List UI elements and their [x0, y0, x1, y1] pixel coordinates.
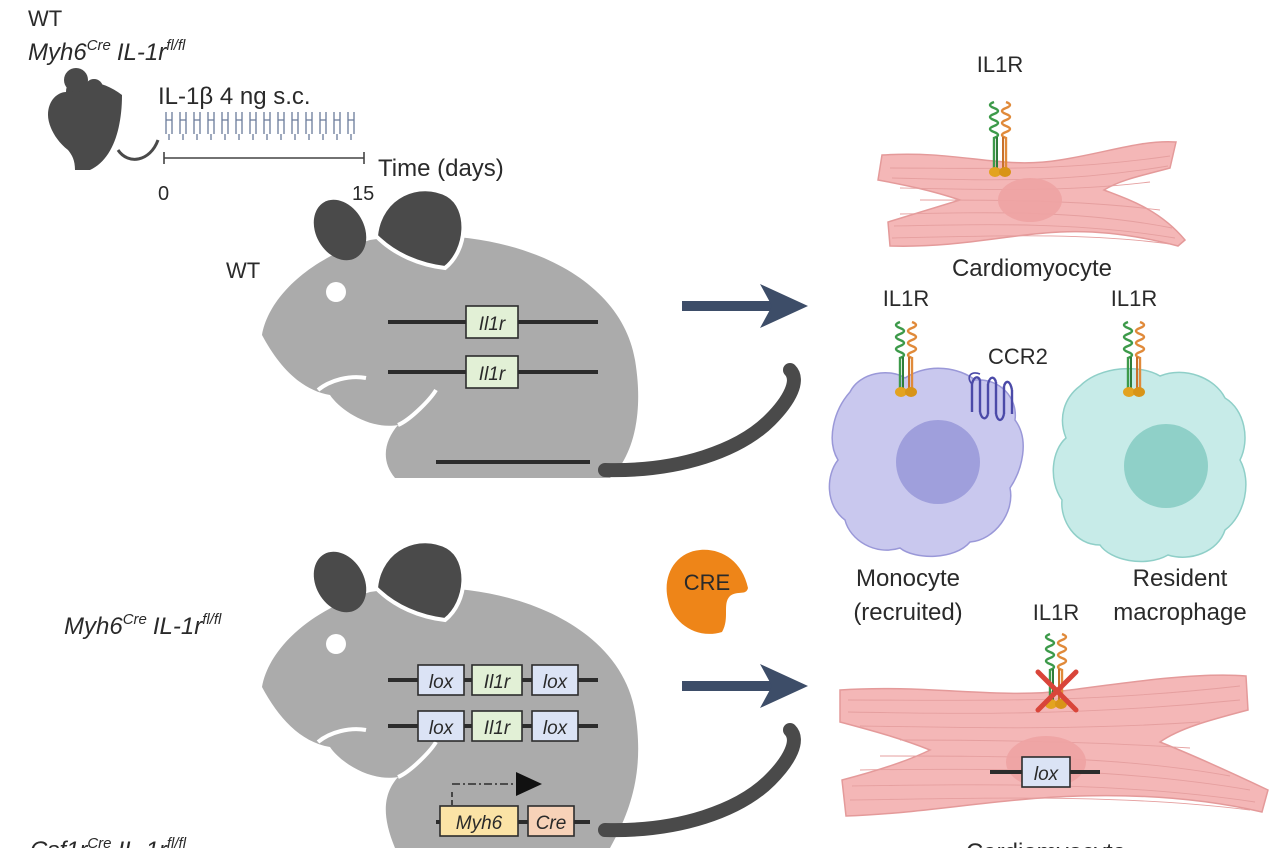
macrophage-cell: [1052, 320, 1247, 563]
group-cko-gene: Myh6: [28, 39, 87, 66]
csf1r-label-gene2: IL-1r: [118, 837, 168, 848]
cardiomyocyte-top-cell: [877, 100, 1187, 247]
cko-chromosome-2: lox Il1r lox: [388, 710, 598, 742]
monocyte-cell: [828, 320, 1024, 558]
cko-lox-2b: lox: [543, 718, 569, 739]
cre-enzyme-label: CRE: [684, 570, 730, 595]
cre-enzyme-icon: CRE: [666, 549, 748, 634]
promoter-arrow-icon: [516, 772, 542, 796]
cko-transgene: Myh6 Cre: [436, 772, 590, 837]
group-wt-text: WT: [28, 6, 62, 31]
knockout-x-icon: [1035, 669, 1079, 713]
treatment-text: IL-1β 4 ng s.c.: [158, 83, 311, 110]
macrophage-label-line1: Resident: [1133, 565, 1228, 592]
timeline-axis: [163, 152, 365, 164]
cardiomyocyte-lox-label: lox: [1034, 764, 1060, 785]
small-mouse-icon: [48, 68, 160, 170]
csf1r-mouse-label: Csf1rCre IL-1rfl/fl: [30, 835, 187, 848]
promoter-label: Myh6: [456, 813, 503, 834]
cko-lox-1a: lox: [429, 672, 455, 693]
monocyte-label-line1: Monocyte: [856, 565, 960, 592]
csf1r-label-sup: Cre: [87, 835, 111, 848]
cko-label-gene2: IL-1r: [153, 613, 203, 640]
cko-mouse-label: Myh6Cre IL-1rfl/fl: [64, 611, 222, 640]
cko-gene-2: Il1r: [484, 718, 511, 739]
wt-chromosome-1: Il1r: [388, 305, 598, 339]
csf1r-label-sup2: fl/fl: [167, 835, 187, 848]
cko-label-sup: Cre: [123, 611, 147, 628]
il1r-label-macrophage: IL1R: [1111, 286, 1157, 311]
cardiomyocyte-top-label: Cardiomyocyte: [952, 255, 1112, 282]
group-cko-gene2: IL-1r: [117, 39, 167, 66]
cardiomyocyte-bottom-label: Cardiomyocyte: [966, 839, 1126, 848]
wt-mouse-body: [262, 187, 801, 478]
cko-arrow-icon: [682, 664, 808, 708]
timeline-tick-end: 15: [352, 183, 374, 205]
wt-gene-2: Il1r: [479, 364, 506, 385]
cko-label-gene: Myh6: [64, 613, 123, 640]
timeline-tick-start: 0: [158, 183, 169, 205]
cardiomyocyte-bottom-cell: lox: [839, 632, 1269, 817]
csf1r-label-gene: Csf1r: [30, 837, 88, 848]
cko-lox-1b: lox: [543, 672, 569, 693]
macrophage-label-line2: macrophage: [1113, 599, 1246, 626]
ccr2-receptor-icon: [968, 372, 1014, 422]
il1r-label-monocyte: IL1R: [883, 286, 929, 311]
il1r-label-top: IL1R: [977, 52, 1023, 77]
wt-arrow-icon: [682, 284, 808, 328]
group-cko-sup2: fl/fl: [166, 37, 186, 54]
wt-gene-1: Il1r: [479, 314, 506, 335]
wt-chromosome-2: Il1r: [388, 355, 598, 389]
cko-chromosome-1: lox Il1r lox: [388, 664, 598, 696]
cko-label-sup2: fl/fl: [202, 611, 222, 628]
cko-lox-2a: lox: [429, 718, 455, 739]
group-cko-text: Myh6Cre IL-1rfl/fl: [28, 37, 186, 66]
cre-box-label: Cre: [536, 813, 567, 834]
timeline-axis-label: Time (days): [378, 155, 504, 182]
il1r-label-bottom: IL1R: [1033, 600, 1079, 625]
cko-gene-1: Il1r: [484, 672, 511, 693]
group-cko-sup: Cre: [87, 37, 111, 54]
monocyte-label-line2: (recruited): [853, 599, 962, 626]
ccr2-label: CCR2: [988, 344, 1048, 369]
wt-mouse-label: WT: [226, 258, 260, 283]
injection-syringes-icon: [165, 112, 355, 140]
